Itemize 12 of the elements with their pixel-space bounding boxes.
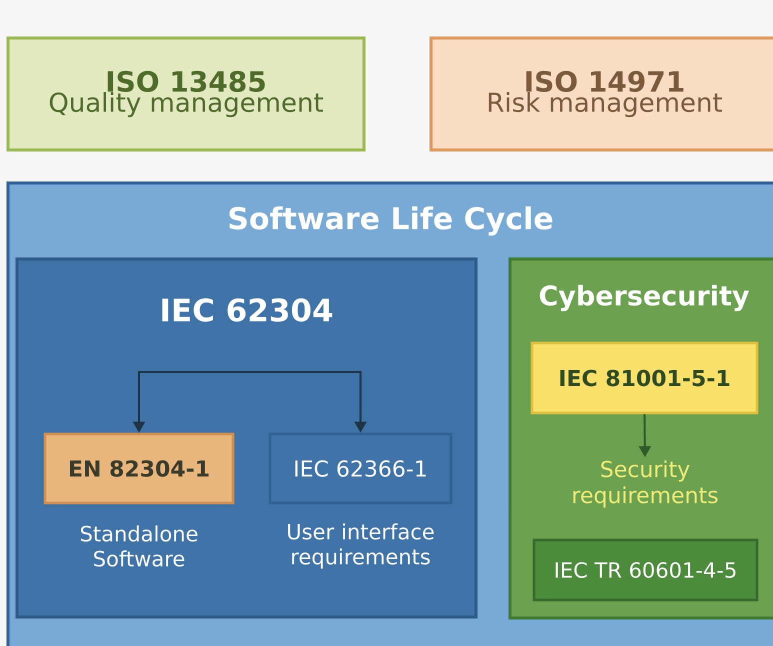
standard-box: ISO 14971 Risk management <box>430 36 773 152</box>
caption-text: User interface requirements <box>288 523 434 569</box>
requirement-text: Security requirements <box>573 460 718 508</box>
standard-box: ISO 13485 Quality management <box>6 36 366 152</box>
caption-text: Standalone Software <box>80 525 198 567</box>
standard-box: EN 82304-1 <box>44 432 234 504</box>
standard-box: IEC TR 60601-4-5 <box>532 538 758 602</box>
standard-box: IEC 62366-1 <box>268 432 452 504</box>
standard-box: IEC 81001-5-1 <box>530 342 758 414</box>
panel-title: IEC 62304 <box>162 298 332 322</box>
panel-title: Cybersecurity <box>540 284 750 312</box>
panel-title: Software Life Cycle <box>229 206 552 236</box>
